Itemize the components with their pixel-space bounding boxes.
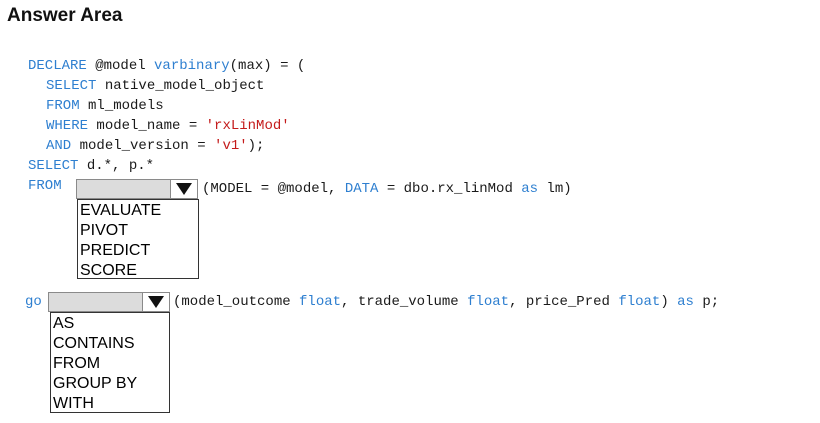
clause-options-list: AS CONTAINS FROM GROUP BY WITH	[50, 312, 170, 413]
keyword-from: FROM	[28, 178, 62, 194]
option-pivot[interactable]: PIVOT	[80, 222, 129, 239]
code-text: )	[660, 294, 678, 310]
keyword-select: SELECT	[46, 78, 97, 94]
keyword-float: float	[467, 294, 510, 310]
code-text: ml_models	[79, 98, 164, 114]
dropdown-arrow-icon[interactable]	[142, 293, 169, 311]
option-with[interactable]: WITH	[53, 395, 94, 412]
keyword-as: as	[677, 294, 694, 310]
option-contains[interactable]: CONTAINS	[53, 335, 135, 352]
code-text: @model	[86, 58, 155, 74]
keyword-float: float	[299, 294, 342, 310]
code-line-from2: FROM	[28, 178, 62, 194]
option-from[interactable]: FROM	[53, 355, 101, 372]
dropdown-arrow-icon[interactable]	[170, 180, 197, 198]
code-text: , price_Pred	[509, 294, 619, 310]
code-text: lm)	[538, 181, 572, 197]
keyword-go: go	[25, 294, 42, 310]
keyword-as: as	[521, 181, 539, 197]
keyword-declare: DECLARE	[28, 58, 87, 74]
code-line-declare: DECLARE @model varbinary(max) = (	[28, 58, 305, 74]
keyword-and: AND	[46, 138, 72, 154]
code-line-outcome: (model_outcome float, trade_volume float…	[173, 294, 719, 310]
clause-dropdown[interactable]	[48, 292, 170, 312]
keyword-varbinary: varbinary	[154, 58, 230, 74]
string-literal: 'v1'	[214, 138, 248, 154]
function-options-list: EVALUATE PIVOT PREDICT SCORE	[77, 199, 199, 279]
code-text: native_model_object	[96, 78, 265, 94]
code-text: );	[247, 138, 265, 154]
keyword-select: SELECT	[28, 158, 79, 174]
function-dropdown[interactable]	[76, 179, 198, 199]
keyword-from: FROM	[46, 98, 80, 114]
code-text: model_name =	[88, 118, 206, 134]
code-text: (model_outcome	[173, 294, 300, 310]
code-text: , trade_volume	[341, 294, 468, 310]
code-line-select: SELECT native_model_object	[46, 78, 264, 94]
code-text: (MODEL = @model,	[202, 181, 345, 197]
string-literal: 'rxLinMod'	[205, 118, 290, 134]
code-line-from: FROM ml_models	[46, 98, 164, 114]
code-text: = dbo.rx_linMod	[378, 181, 522, 197]
keyword-where: WHERE	[46, 118, 89, 134]
code-line-select2: SELECT d.*, p.*	[28, 158, 154, 174]
code-line-model-args: (MODEL = @model, DATA = dbo.rx_linMod as…	[202, 181, 572, 197]
option-predict[interactable]: PREDICT	[80, 242, 151, 259]
option-as[interactable]: AS	[53, 315, 75, 332]
answer-area-title: Answer Area	[7, 5, 123, 26]
code-text: p;	[693, 294, 720, 310]
code-text: d.*, p.*	[78, 158, 155, 174]
code-text: (max) = (	[229, 58, 306, 74]
code-line-go: go	[25, 294, 42, 310]
keyword-float: float	[618, 294, 661, 310]
keyword-data: DATA	[344, 181, 379, 197]
code-line-and: AND model_version = 'v1');	[46, 138, 264, 154]
option-group-by[interactable]: GROUP BY	[53, 375, 138, 392]
option-score[interactable]: SCORE	[80, 262, 137, 279]
code-text: model_version =	[71, 138, 215, 154]
code-line-where: WHERE model_name = 'rxLinMod'	[46, 118, 290, 134]
option-evaluate[interactable]: EVALUATE	[80, 202, 162, 219]
